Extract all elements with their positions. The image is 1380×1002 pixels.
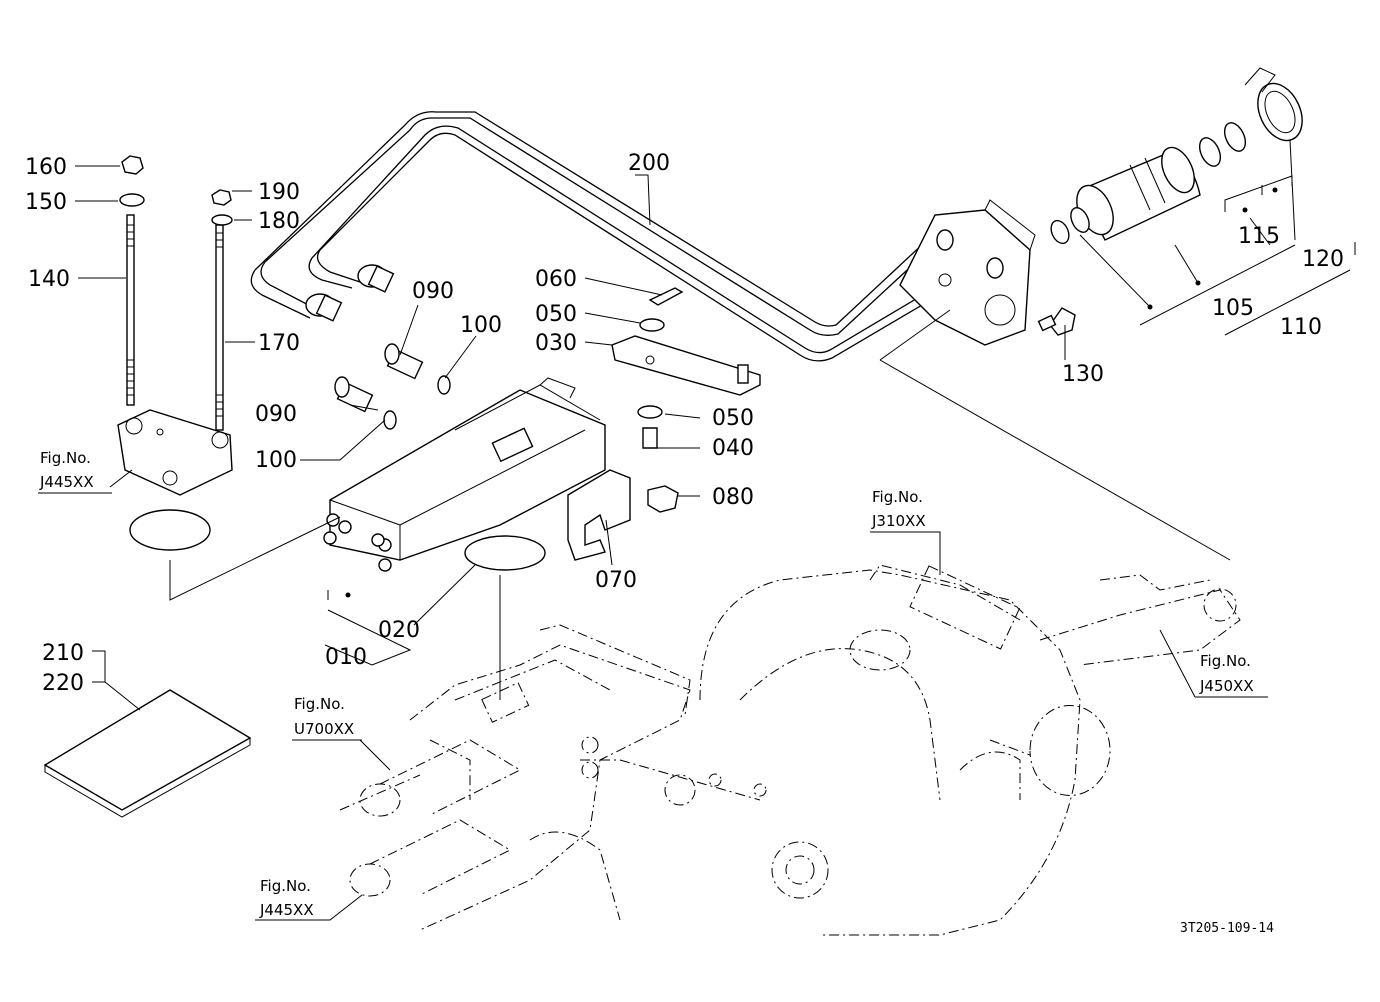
fig-ref-j310: J310XX	[871, 512, 926, 530]
label-080: 080	[712, 485, 754, 510]
label-050-lower: 050	[712, 406, 754, 431]
nut-160	[121, 155, 144, 175]
label-140: 140	[28, 267, 70, 292]
label-090-lower: 090	[255, 402, 297, 427]
pipe-flange-block	[899, 199, 1036, 346]
lever-030	[611, 335, 761, 396]
o-ring-plate	[129, 509, 211, 551]
washer-150	[119, 193, 145, 207]
fig-label-j445-left: Fig.No.	[40, 449, 91, 467]
label-180: 180	[258, 209, 300, 234]
washer-180	[211, 214, 233, 226]
leader-dots	[345, 187, 1278, 598]
pin-040	[642, 427, 658, 449]
pipe-assembly-200	[250, 111, 991, 362]
clamp-120	[1244, 67, 1303, 142]
manual-book-210-220	[43, 689, 252, 818]
leader-lines	[75, 139, 1356, 921]
nut-190	[211, 189, 232, 206]
label-050-upper: 050	[535, 302, 577, 327]
o-ring-020	[464, 535, 546, 571]
pipe-nut-left	[305, 264, 395, 322]
label-110: 110	[1280, 315, 1322, 340]
fig-ref-j445-left: J445XX	[39, 473, 94, 491]
relief-valve-cylinder-105	[1070, 146, 1201, 241]
transmission-case-outline	[699, 564, 1241, 936]
plug-130	[1037, 307, 1076, 336]
label-070: 070	[595, 568, 637, 593]
label-130: 130	[1062, 362, 1104, 387]
fig-label-j310: Fig.No.	[872, 488, 923, 506]
fig-ref-j450: J450XX	[1199, 677, 1254, 695]
fig-ref-u700: U700XX	[294, 720, 354, 738]
label-105: 105	[1212, 296, 1254, 321]
seal-100-upper	[437, 375, 451, 395]
fig-label-j445-bottom: Fig.No.	[260, 877, 311, 895]
washer-050-lower	[637, 405, 663, 419]
seal-100-lower	[383, 410, 397, 430]
label-060: 060	[535, 267, 577, 292]
stud-bolt-140	[126, 214, 135, 406]
fig-ref-j445-bottom: J445XX	[259, 901, 314, 919]
drawing-code: 3T205-109-14	[1180, 921, 1274, 936]
o-ring-115-a	[1198, 137, 1222, 167]
label-010: 010	[325, 645, 367, 670]
o-ring-115-b	[1223, 122, 1247, 152]
label-100-lower: 100	[255, 448, 297, 473]
part-number-labels: 160 150 140 190 180 170 200 090 100 090 …	[25, 151, 1344, 696]
bolt-080	[647, 485, 679, 513]
label-210: 210	[42, 641, 84, 666]
label-040: 040	[712, 436, 754, 461]
label-100-upper: 100	[460, 313, 502, 338]
mounting-plate	[117, 409, 233, 496]
label-115: 115	[1238, 224, 1280, 249]
bracket-070	[567, 469, 631, 561]
washer-050-upper	[639, 318, 665, 332]
label-220: 220	[42, 671, 84, 696]
figure-references: Fig.No. J445XX Fig.No. J310XX Fig.No. J4…	[38, 449, 1268, 921]
label-120: 120	[1302, 247, 1344, 272]
fitting-090-upper	[384, 343, 424, 380]
control-valve-010	[323, 377, 606, 572]
label-200: 200	[628, 151, 670, 176]
label-090-upper: 090	[412, 279, 454, 304]
o-ring-near-flange	[1050, 219, 1070, 245]
label-190: 190	[258, 180, 300, 205]
label-020: 020	[378, 618, 420, 643]
label-170: 170	[258, 331, 300, 356]
fig-label-u700: Fig.No.	[294, 695, 345, 713]
lower-valve-assembly	[339, 624, 829, 931]
label-160: 160	[25, 155, 67, 180]
fig-label-j450: Fig.No.	[1200, 652, 1251, 670]
pin-060	[648, 287, 684, 306]
label-150: 150	[25, 190, 67, 215]
label-030: 030	[535, 331, 577, 356]
stud-bolt-170	[215, 224, 224, 431]
fitting-090-lower	[334, 376, 374, 413]
